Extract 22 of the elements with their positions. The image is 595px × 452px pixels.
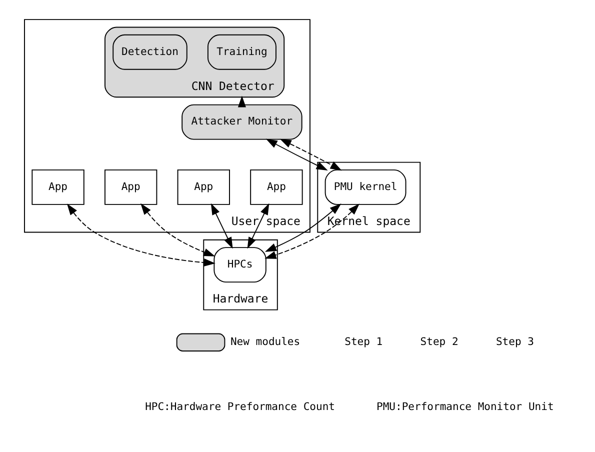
- node-box: App: [176, 169, 230, 205]
- legend-label: Step 1: [344, 336, 382, 348]
- node-box: App: [104, 169, 157, 205]
- label: HPC:Hardware Preformance Count: [144, 401, 335, 414]
- arrow: [210, 203, 232, 249]
- node-box: PMU kernel: [324, 169, 406, 205]
- node-box: Training: [206, 34, 276, 70]
- arrow: [264, 204, 360, 259]
- legend-label: Step 3: [495, 336, 534, 348]
- arrow: [140, 203, 215, 256]
- node-box: HPCs: [213, 247, 266, 283]
- node-box: App: [31, 169, 84, 205]
- legend-label: Step 2: [420, 336, 458, 348]
- legend-label: New modules: [230, 336, 300, 348]
- arrow: [246, 203, 269, 249]
- node-box: App: [250, 169, 302, 205]
- arrow: [66, 204, 215, 267]
- arrow: [279, 138, 342, 171]
- arrow: [265, 138, 328, 171]
- arrow: [264, 204, 341, 252]
- node-box: Detection: [112, 34, 187, 70]
- label: PMU:Performance Monitor Unit: [376, 401, 554, 414]
